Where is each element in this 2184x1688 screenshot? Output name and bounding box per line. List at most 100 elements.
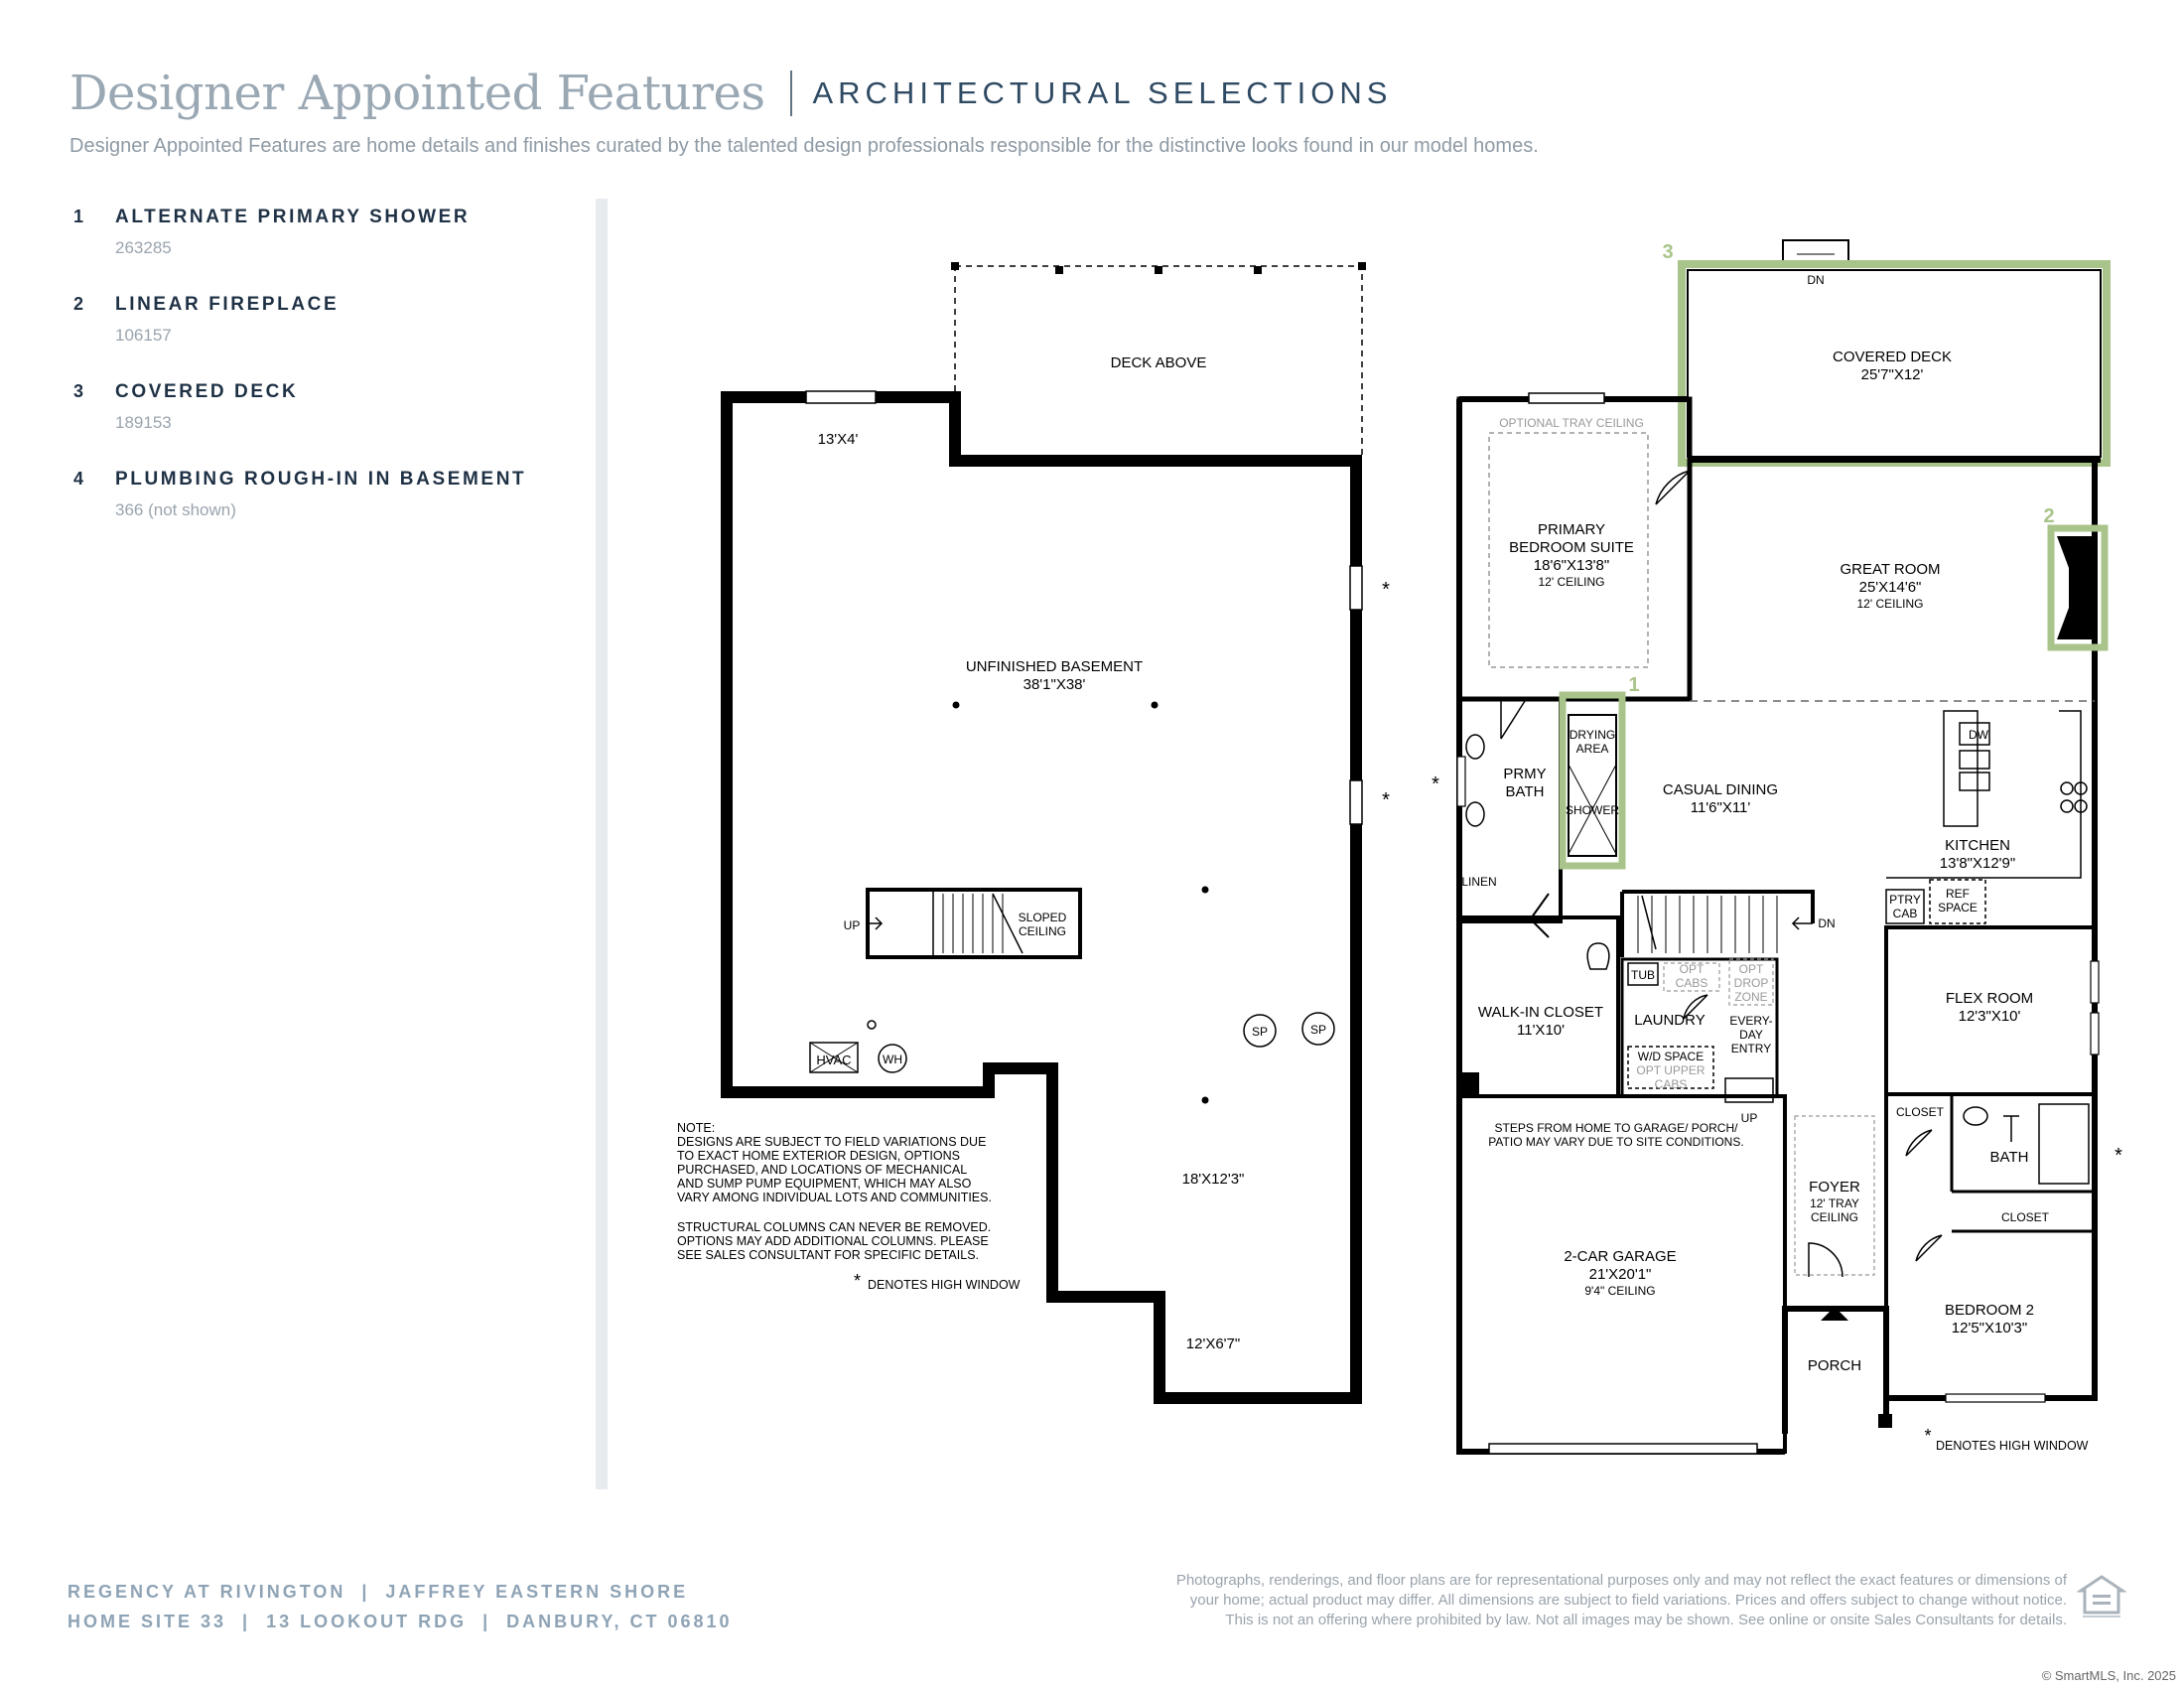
- disclaimer-line: Photographs, renderings, and floor plans…: [1175, 1572, 2067, 1589]
- equal-housing-icon: [2077, 1575, 2126, 1618]
- feature-code: 106157: [115, 326, 172, 345]
- primary-label: PRIMARY: [1538, 521, 1605, 538]
- feature-item: 2 LINEAR FIREPLACE 106157: [73, 294, 590, 346]
- copyright: © SmartMLS, Inc. 2025: [2041, 1668, 2176, 1683]
- disclaimer-line: This is not an offering where prohibited…: [1225, 1612, 2067, 1628]
- feature-code: 189153: [115, 413, 172, 432]
- closet-label: CLOSET: [1896, 1105, 1945, 1119]
- floor-plans: DECK ABOVE 13'X4' UNFINISHED BASEMENT 38…: [677, 239, 2122, 1455]
- feature-name: ALTERNATE PRIMARY SHOWER: [115, 207, 471, 227]
- high-window-star: *: [854, 1271, 861, 1291]
- wd-label: OPT UPPER: [1636, 1063, 1705, 1077]
- bedroom2-label: BEDROOM 2: [1945, 1302, 2034, 1319]
- walk-in-dim: 11'X10': [1517, 1022, 1565, 1039]
- garage-ceiling: 9'4" CEILING: [1584, 1284, 1655, 1298]
- dim-18x12: 18'X12'3": [1182, 1171, 1245, 1188]
- footer-address: REGENCY AT RIVINGTON | JAFFREY EASTERN S…: [68, 1577, 733, 1636]
- disclaimer-line: your home; actual product may differ. Al…: [1189, 1592, 2067, 1609]
- opt-cabs-label: CABS: [1676, 976, 1708, 990]
- sump-pump-2: [1301, 1012, 1335, 1046]
- drying-label: DRYING: [1570, 728, 1615, 742]
- closet-label: CLOSET: [2001, 1210, 2050, 1224]
- sloped-label: SLOPED: [1019, 911, 1067, 924]
- prmy-bath-label: PRMY: [1503, 766, 1546, 782]
- high-window-star: *: [1382, 789, 1390, 811]
- note-line: DESIGNS ARE SUBJECT TO FIELD VARIATIONS …: [677, 1135, 986, 1149]
- opt-drop-label: ZONE: [1734, 990, 1767, 1004]
- room-13x4-dim: 13'X4': [818, 431, 859, 448]
- garage-dim: 21'X20'1": [1589, 1266, 1652, 1283]
- garage-label: 2-CAR GARAGE: [1564, 1248, 1676, 1265]
- note-line: OPTIONS MAY ADD ADDITIONAL COLUMNS. PLEA…: [677, 1234, 989, 1248]
- page-title: Designer Appointed Features: [69, 66, 765, 121]
- feature-list: 1 ALTERNATE PRIMARY SHOWER 263285 2 LINE…: [73, 207, 590, 556]
- feature-item: 3 COVERED DECK 189153: [73, 381, 590, 433]
- dn-label: DN: [1807, 273, 1824, 287]
- porch-label: PORCH: [1808, 1357, 1861, 1374]
- main-stairs: [1620, 890, 1815, 957]
- note-line: STRUCTURAL COLUMNS CAN NEVER BE REMOVED.: [677, 1220, 991, 1234]
- page-header: Designer Appointed Features ARCHITECTURAL…: [69, 66, 2115, 121]
- up-label: UP: [1741, 1111, 1758, 1125]
- page-subtitle: ARCHITECTURAL SELECTIONS: [812, 75, 1393, 110]
- high-window-star: *: [1432, 774, 1439, 795]
- unfinished-basement-label: UNFINISHED BASEMENT: [966, 658, 1143, 675]
- steps-note: PATIO MAY VARY DUE TO SITE CONDITIONS.: [1488, 1135, 1743, 1149]
- bedroom2-dim: 12'5"X10'3": [1952, 1320, 2027, 1336]
- wd-label: CABS: [1655, 1077, 1688, 1091]
- feature-item: 1 ALTERNATE PRIMARY SHOWER 263285: [73, 207, 590, 258]
- laundry-label: LAUNDRY: [1634, 1012, 1705, 1029]
- high-window-star: *: [2115, 1145, 2122, 1167]
- opt-cabs-label: OPT: [1680, 962, 1705, 976]
- prmy-bath-label: BATH: [1506, 783, 1545, 800]
- intro-text: Designer Appointed Features are home det…: [69, 135, 1539, 157]
- feature-number: 2: [73, 294, 84, 314]
- wh-label: WH: [883, 1053, 902, 1066]
- feature-name: LINEAR FIREPLACE: [115, 294, 340, 315]
- deck-above-label: DECK ABOVE: [1111, 354, 1207, 371]
- covered-deck-label: COVERED DECK: [1833, 349, 1952, 365]
- opt-drop-label: OPT: [1739, 962, 1764, 976]
- hvac-box: [809, 1042, 859, 1073]
- marker-1: 1: [1628, 674, 1639, 696]
- walk-in-label: WALK-IN CLOSET: [1478, 1004, 1603, 1021]
- feature-item: 4 PLUMBING ROUGH-IN IN BASEMENT 366 (not…: [73, 469, 590, 520]
- basement-note: NOTE: DESIGNS ARE SUBJECT TO FIELD VARIA…: [677, 1121, 1021, 1292]
- everyday-label: EVERY-: [1729, 1014, 1772, 1028]
- kitchen-fixtures: [1885, 710, 2088, 924]
- shower-label: SHOWER: [1566, 803, 1619, 817]
- feature-number: 4: [73, 469, 84, 489]
- feature-code: 263285: [115, 238, 172, 257]
- feature-name: COVERED DECK: [115, 381, 299, 402]
- note-line: NOTE:: [677, 1121, 715, 1135]
- opt-drop-label: DROP: [1734, 976, 1769, 990]
- note-line: AND SUMP PUMP EQUIPMENT, WHICH MAY ALSO: [677, 1177, 972, 1191]
- foyer-ceiling: CEILING: [1811, 1210, 1858, 1224]
- casual-dining-dim: 11'6"X11': [1691, 799, 1751, 816]
- tub-label: TUB: [1631, 968, 1655, 982]
- wd-label: W/D SPACE: [1638, 1050, 1704, 1063]
- kitchen-dim: 13'8"X12'9": [1940, 855, 2015, 872]
- casual-dining-label: CASUAL DINING: [1663, 781, 1778, 798]
- high-window-note: DENOTES HIGH WINDOW: [868, 1278, 1021, 1292]
- covered-deck-dim: 25'7"X12': [1861, 366, 1924, 383]
- feature-code: 366 (not shown): [115, 500, 236, 519]
- ref-label: SPACE: [1938, 901, 1978, 914]
- marker-2: 2: [2043, 505, 2054, 527]
- foyer-ceiling: 12' TRAY: [1810, 1196, 1859, 1210]
- everyday-label: DAY: [1739, 1028, 1763, 1042]
- ceiling-label: CEILING: [1019, 924, 1066, 938]
- home-site-line: HOME SITE 33 | 13 LOOKOUT RDG | DANBURY,…: [68, 1612, 733, 1631]
- feature-number: 3: [73, 381, 84, 401]
- bath-label: BATH: [1990, 1149, 2029, 1166]
- basement-plan: [721, 262, 1366, 1404]
- basement-stairs: [866, 888, 1082, 959]
- community-line: REGENCY AT RIVINGTON | JAFFREY EASTERN S…: [68, 1582, 689, 1602]
- sp-label: SP: [1252, 1025, 1268, 1039]
- note-line: SEE SALES CONSULTANT FOR SPECIFIC DETAIL…: [677, 1248, 979, 1262]
- great-room-dim: 25'X14'6": [1859, 579, 1922, 596]
- primary-label: BEDROOM SUITE: [1509, 539, 1634, 556]
- basement-walls: [721, 391, 1362, 1404]
- high-window-star: *: [1924, 1426, 1931, 1446]
- linen-label: LINEN: [1461, 875, 1496, 889]
